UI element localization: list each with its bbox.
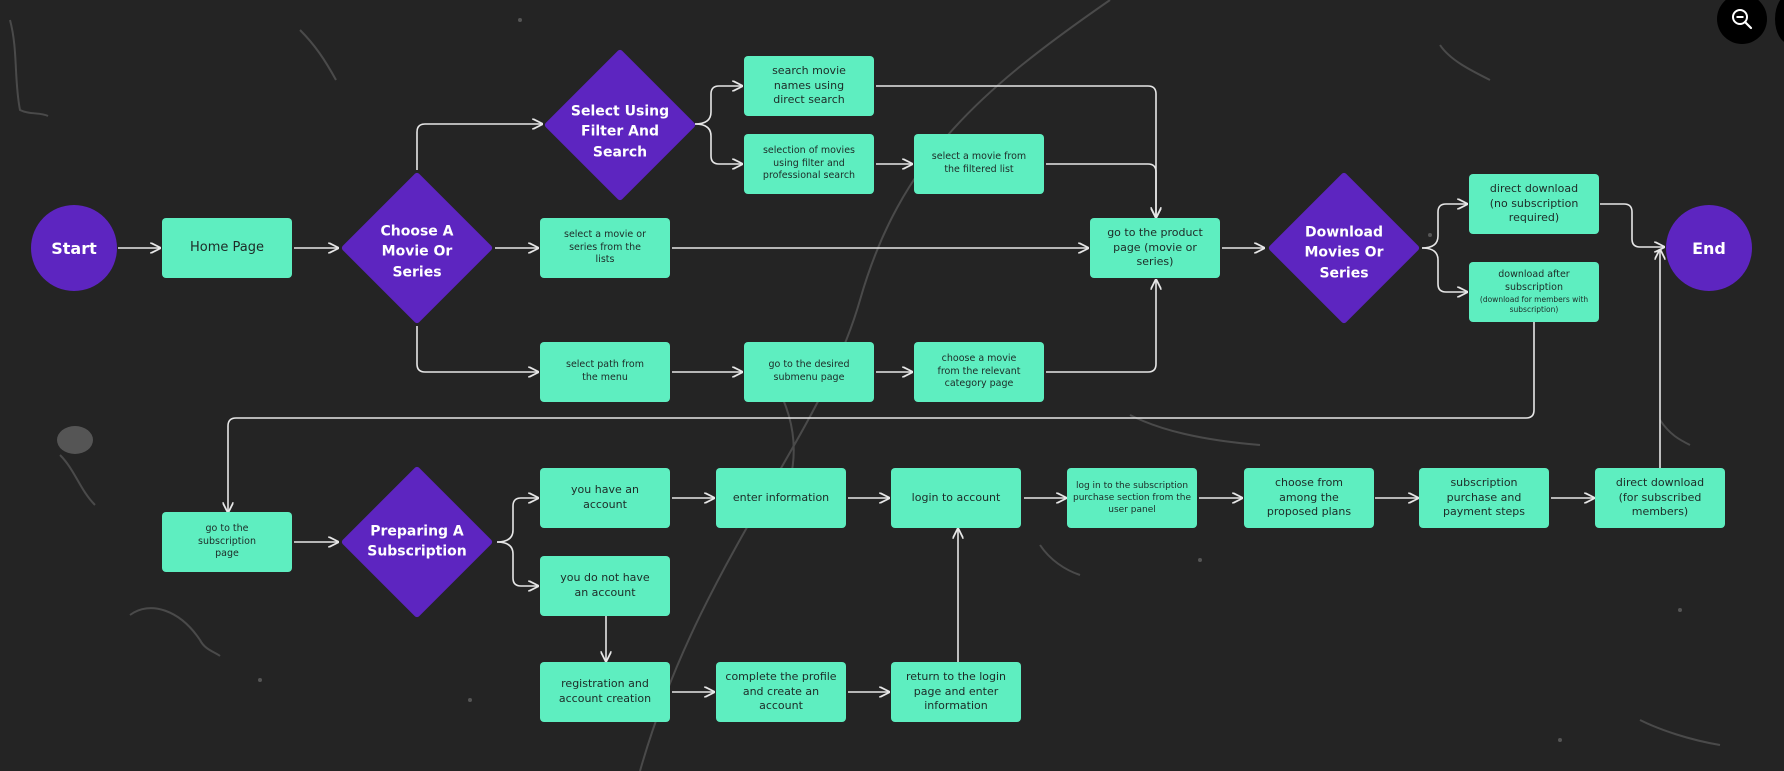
return-login-box: return to the login page and enter infor… — [891, 662, 1021, 722]
download-label: Download Movies Or Series — [1304, 224, 1384, 282]
zoom-out-icon — [1732, 9, 1753, 30]
connector-after-subscription — [228, 322, 1535, 512]
connector-filtered-product — [1046, 163, 1156, 217]
search-names-box: search movie names using direct search — [744, 56, 874, 116]
connector-filter-selection — [694, 123, 742, 164]
connector-free-end — [1600, 203, 1664, 247]
filtered-list-box: select a movie from the filtered list — [914, 134, 1044, 194]
start-label: Start — [51, 238, 97, 258]
end-node: End — [1666, 205, 1752, 291]
connector-choose-menu — [416, 326, 538, 372]
login-account-box: login to account — [891, 468, 1021, 528]
choose-movie-label: Choose A Movie Or Series — [380, 223, 454, 281]
connector-search-product — [876, 85, 1156, 217]
filter-selection-box: selection of movies using filter and pro… — [744, 134, 874, 194]
have-account-box: you have an account — [540, 468, 670, 528]
end-label: End — [1692, 238, 1726, 258]
connector-download-after — [1421, 247, 1467, 292]
download-after-note: (download for members with subscription) — [1479, 294, 1589, 314]
menu-path-box: select path from the menu — [540, 342, 670, 402]
lists-box: select a movie or series from the lists — [540, 218, 670, 278]
connector-download-free — [1421, 204, 1467, 249]
connector-filter-search — [694, 86, 742, 125]
submenu-box: go to the desired submenu page — [744, 342, 874, 402]
zoom-out-button[interactable] — [1717, 0, 1767, 44]
enter-info-box: enter information — [716, 468, 846, 528]
home-page-box: Home Page — [162, 218, 292, 278]
complete-profile-box: complete the profile and create an accou… — [716, 662, 846, 722]
purchase-steps-box: subscription purchase and payment steps — [1419, 468, 1549, 528]
filter-search-label: Select Using Filter And Search — [570, 103, 670, 161]
connector-prepare-have — [496, 498, 538, 543]
direct-download-subscribed-box: direct download (for subscribed members) — [1595, 468, 1725, 528]
choose-plans-box: choose from among the proposed plans — [1244, 468, 1374, 528]
registration-box: registration and account creation — [540, 662, 670, 722]
product-page-box: go to the product page (movie or series) — [1090, 218, 1220, 278]
download-after-box: download after subscription (download fo… — [1469, 262, 1599, 322]
connector-choose-filter — [416, 124, 542, 170]
download-after-title: download after subscription — [1498, 269, 1570, 293]
category-box: choose a movie from the relevant categor… — [914, 342, 1044, 402]
zoom-in-button[interactable] — [1775, 0, 1784, 44]
start-node: Start — [31, 205, 117, 291]
no-account-box: you do not have an account — [540, 556, 670, 616]
login-section-box: log in to the subscription purchase sect… — [1067, 468, 1197, 528]
subscription-page-box: go to the subscription page — [162, 512, 292, 572]
connector-prepare-none — [496, 541, 538, 586]
connector-category-product — [1046, 280, 1156, 373]
subscription-label: Preparing A Subscription — [367, 523, 467, 560]
direct-download-free-box: direct download (no subscription require… — [1469, 174, 1599, 234]
